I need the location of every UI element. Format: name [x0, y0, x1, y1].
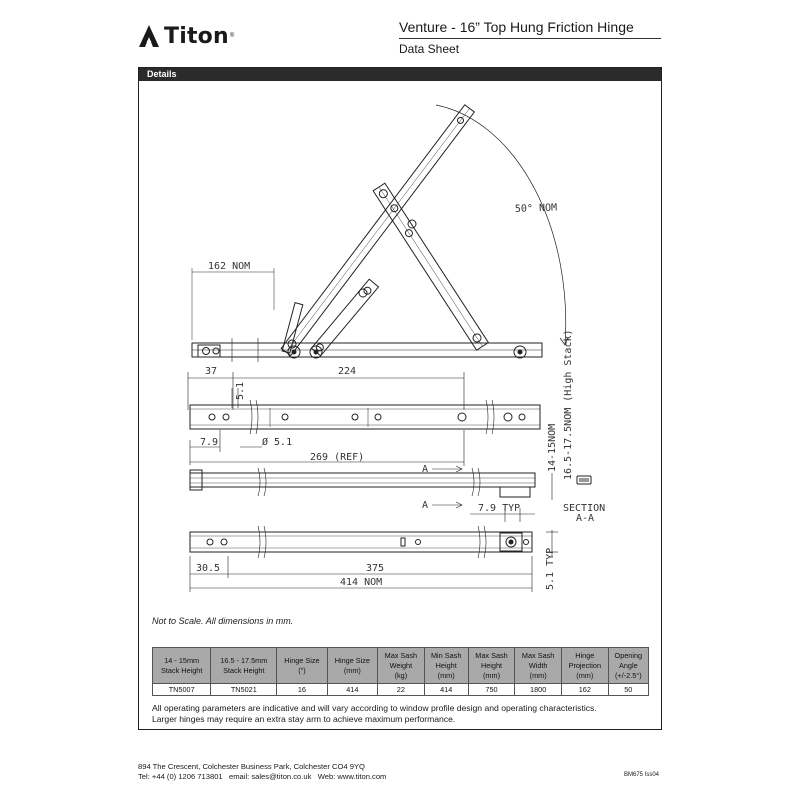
- note-line: All operating parameters are indicative …: [152, 703, 597, 713]
- logo-wordmark: Titon: [164, 23, 229, 49]
- details-frame: Details: [138, 67, 662, 730]
- cell-max-sash-weight: 22: [377, 683, 425, 696]
- cell-opening-angle: 50: [607, 683, 650, 696]
- logo-registered-mark: ®: [229, 33, 235, 39]
- note-line: Larger hinges may require an extra stay …: [152, 714, 456, 724]
- cell-min-sash-height: 414: [423, 683, 469, 696]
- title-block: Venture - 16” Top Hung Friction Hinge Da…: [399, 18, 661, 57]
- footer-address: 894 The Crescent, Colchester Business Pa…: [138, 762, 365, 771]
- document-title: Venture - 16” Top Hung Friction Hinge: [399, 18, 661, 39]
- cell-tn5021: TN5021: [210, 683, 278, 696]
- operating-notes: All operating parameters are indicative …: [152, 703, 652, 725]
- scale-note: Not to Scale. All dimensions in mm.: [152, 616, 294, 626]
- table-row: TN5007 TN5021 16 414 22 414 750 1800 162…: [151, 683, 650, 696]
- document-reference: BM675 Iss04: [624, 772, 660, 778]
- cell-max-sash-height: 750: [467, 683, 516, 696]
- header-hinge-size-mm: Hinge Size(mm): [326, 647, 379, 684]
- cell-tn5007: TN5007: [151, 683, 212, 696]
- document-subtitle: Data Sheet: [399, 42, 460, 56]
- details-header: Details: [139, 68, 661, 81]
- titon-logo-mark-icon: [139, 25, 159, 47]
- titon-logo: Titon ®: [138, 20, 248, 52]
- cell-max-sash-width: 1800: [514, 683, 562, 696]
- header-hinge-size-in: Hinge Size("): [276, 647, 328, 684]
- cell-hinge-projection: 162: [560, 683, 609, 696]
- cell-hinge-size-mm: 414: [326, 683, 379, 696]
- footer-contact: Tel: +44 (0) 1206 713801 email: sales@ti…: [138, 772, 387, 781]
- footer: 894 The Crescent, Colchester Business Pa…: [138, 762, 386, 782]
- cell-hinge-size-in: 16: [276, 683, 328, 696]
